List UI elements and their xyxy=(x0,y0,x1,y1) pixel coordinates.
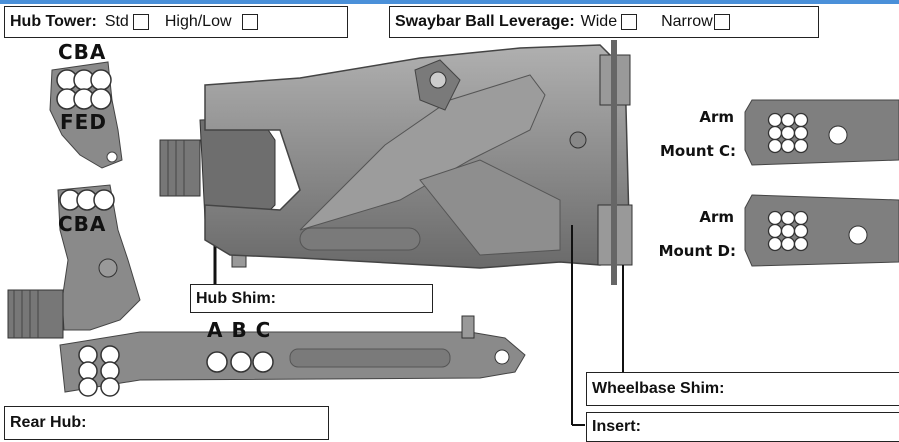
rear-hub-label: Rear Hub: xyxy=(10,414,87,431)
hub-tower-holes xyxy=(56,69,112,110)
insert-field[interactable]: Insert: xyxy=(586,412,899,442)
arm-mount-d-holes xyxy=(767,210,809,252)
rear-hub-tower xyxy=(57,184,141,331)
rear-hub-field[interactable]: Rear Hub: xyxy=(4,406,329,440)
insert-label: Insert: xyxy=(592,418,641,435)
arm-mount-d-line2: Mount D: xyxy=(658,242,736,260)
arm-mount-d-line1: Arm xyxy=(699,208,734,226)
hub-shim-label: Hub Shim: xyxy=(196,289,276,307)
hub-shim-field[interactable]: Hub Shim: xyxy=(190,284,433,313)
hub-tower-letters-top: CBA xyxy=(58,40,107,64)
hub-tower-highlow-checkbox[interactable] xyxy=(241,14,258,30)
arm-mount-c-holes xyxy=(767,112,809,154)
wheelbase-shim-label: Wheelbase Shim: xyxy=(592,380,725,397)
hub-tower-std-label: Std xyxy=(104,13,129,30)
swaybar-narrow-checkbox[interactable] xyxy=(713,14,730,30)
swaybar-wide-checkbox[interactable] xyxy=(621,14,638,30)
rear-hub-lower-holes xyxy=(78,345,120,397)
rear-hub-holes xyxy=(59,189,115,211)
arm-mount-c-line1: Arm xyxy=(699,108,734,126)
arm-mount-c-line2: Mount C: xyxy=(660,142,736,160)
link-holes xyxy=(206,351,274,373)
swaybar-narrow-label: Narrow xyxy=(661,13,713,30)
hub-tower-label: Hub Tower: xyxy=(10,13,97,30)
link-letters: A B C xyxy=(207,318,272,342)
hub-tower-highlow-label: High/Low xyxy=(164,13,232,30)
hub-tower-field: Hub Tower: Std High/Low xyxy=(4,6,348,38)
swaybar-field: Swaybar Ball Leverage: Wide Narrow xyxy=(389,6,819,38)
rear-hub-letters: CBA xyxy=(58,212,107,236)
hub-tower-letters-bottom: FED xyxy=(60,110,107,134)
swaybar-label: Swaybar Ball Leverage: xyxy=(395,13,575,30)
top-accent-line xyxy=(0,0,899,4)
swaybar-wide-label: Wide xyxy=(580,13,618,30)
hub-tower-std-checkbox[interactable] xyxy=(132,14,149,30)
wheelbase-shim-field[interactable]: Wheelbase Shim: xyxy=(586,372,899,406)
